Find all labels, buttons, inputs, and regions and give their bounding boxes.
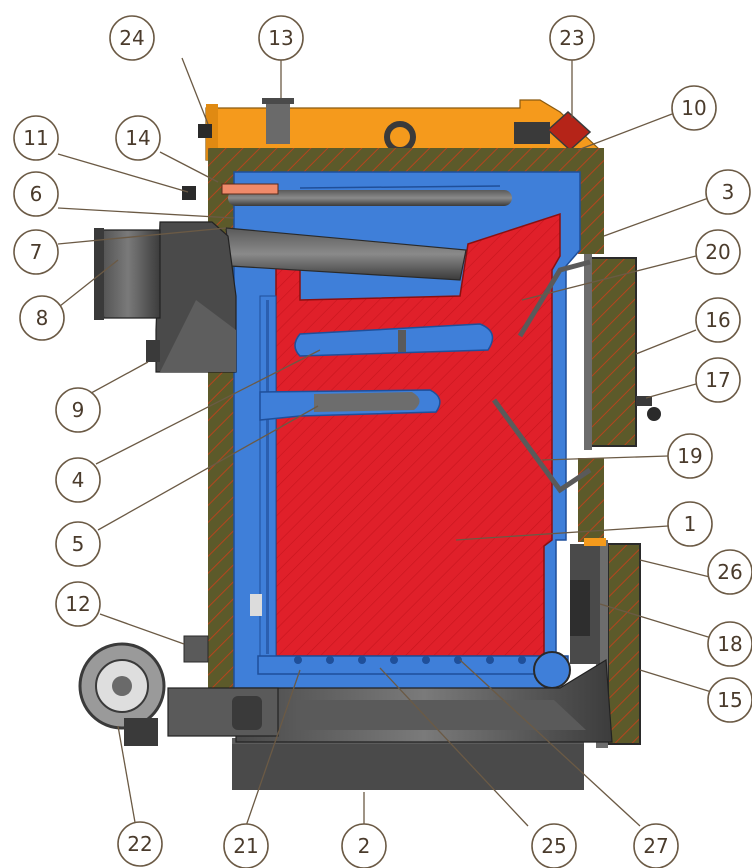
vent-grille (514, 122, 550, 144)
callout-label-16: 16 (705, 308, 730, 332)
sensor-element (221, 183, 279, 195)
callout-label-14: 14 (125, 126, 150, 150)
fan-hub (112, 676, 132, 696)
callout-3: 3 (705, 169, 751, 215)
callout-25: 25 (531, 823, 577, 868)
callout-label-4: 4 (72, 468, 85, 492)
callout-9: 9 (55, 387, 101, 433)
thermometer-housing (546, 110, 592, 152)
callout-1: 1 (667, 501, 713, 547)
callout-label-11: 11 (23, 126, 48, 150)
callout-13: 13 (258, 15, 304, 61)
top-turbulator (228, 190, 512, 206)
callout-label-7: 7 (30, 240, 43, 264)
fan-motor (124, 718, 158, 746)
callout-16: 16 (695, 297, 741, 343)
callout-label-15: 15 (717, 688, 742, 712)
callout-14: 14 (115, 115, 161, 161)
callout-label-19: 19 (677, 444, 702, 468)
feeder-flange (94, 228, 104, 320)
callout-19: 19 (667, 433, 713, 479)
grate-holes (294, 656, 526, 664)
callout-label-3: 3 (722, 180, 735, 204)
callout-8: 8 (19, 295, 65, 341)
callout-20: 20 (695, 229, 741, 275)
callout-label-8: 8 (36, 306, 49, 330)
ash-pan-inner (296, 700, 586, 730)
callout-15: 15 (707, 677, 752, 723)
callout-label-22: 22 (127, 832, 152, 856)
bracket-9 (146, 340, 160, 362)
air-duct-flap (232, 696, 262, 730)
callout-label-24: 24 (119, 26, 144, 50)
left-fitting-24 (198, 124, 212, 138)
lower-baffle-insert (314, 392, 420, 412)
callout-label-2: 2 (358, 834, 371, 858)
peephole (250, 594, 262, 616)
flue-channel-line (299, 185, 501, 189)
lower-door (607, 543, 641, 745)
callout-label-23: 23 (559, 26, 584, 50)
left-fitting-11 (182, 186, 196, 200)
baffle-clip (398, 330, 406, 352)
callout-label-12: 12 (65, 592, 90, 616)
callout-5: 5 (55, 521, 101, 567)
callout-label-27: 27 (643, 834, 668, 858)
callout-label-18: 18 (717, 632, 742, 656)
callout-label-10: 10 (681, 96, 706, 120)
jacket-wall-line (266, 300, 269, 654)
callout-2: 2 (341, 823, 387, 868)
upper-door (587, 257, 637, 447)
callout-17: 17 (695, 357, 741, 403)
callout-label-20: 20 (705, 240, 730, 264)
callout-12: 12 (55, 581, 101, 627)
boiler-base (232, 738, 584, 790)
flue-outlet-cap (262, 98, 294, 104)
callout-label-13: 13 (268, 26, 293, 50)
deflector-plate-lower (491, 398, 592, 494)
callout-22: 22 (117, 821, 163, 867)
return-pipe-ring (533, 651, 571, 689)
callout-6: 6 (13, 171, 59, 217)
callout-18: 18 (707, 621, 752, 667)
drain-valve (183, 635, 209, 663)
callout-label-17: 17 (705, 368, 730, 392)
callout-23: 23 (549, 15, 595, 61)
callout-label-9: 9 (72, 398, 85, 422)
callout-label-25: 25 (541, 834, 566, 858)
insulation-top (208, 148, 604, 174)
upper-door-frame (584, 254, 592, 450)
ash-chamber-slot (570, 580, 590, 636)
callout-label-26: 26 (717, 560, 742, 584)
insulation-right-upper (578, 148, 604, 254)
callout-label-5: 5 (72, 532, 85, 556)
leader-lines (57, 57, 719, 829)
callout-4: 4 (55, 457, 101, 503)
callout-24: 24 (109, 15, 155, 61)
callout-27: 27 (633, 823, 679, 868)
callout-label-1: 1 (684, 512, 697, 536)
insulation-right-mid (578, 458, 604, 542)
callout-10: 10 (671, 85, 717, 131)
callout-label-21: 21 (233, 834, 258, 858)
flue-outlet-stub (266, 100, 290, 144)
upper-baffle-tube (294, 323, 494, 357)
deflector-plate-upper (517, 259, 591, 338)
burner-housing-face (160, 300, 236, 372)
orange-marker (584, 538, 606, 546)
callout-11: 11 (13, 115, 59, 161)
callout-label-6: 6 (30, 182, 43, 206)
burner-feeder (95, 229, 161, 319)
callout-21: 21 (223, 823, 269, 868)
callout-26: 26 (707, 549, 752, 595)
upper-door-knob (647, 407, 661, 421)
upper-door-handle (636, 396, 652, 406)
callout-7: 7 (13, 229, 59, 275)
